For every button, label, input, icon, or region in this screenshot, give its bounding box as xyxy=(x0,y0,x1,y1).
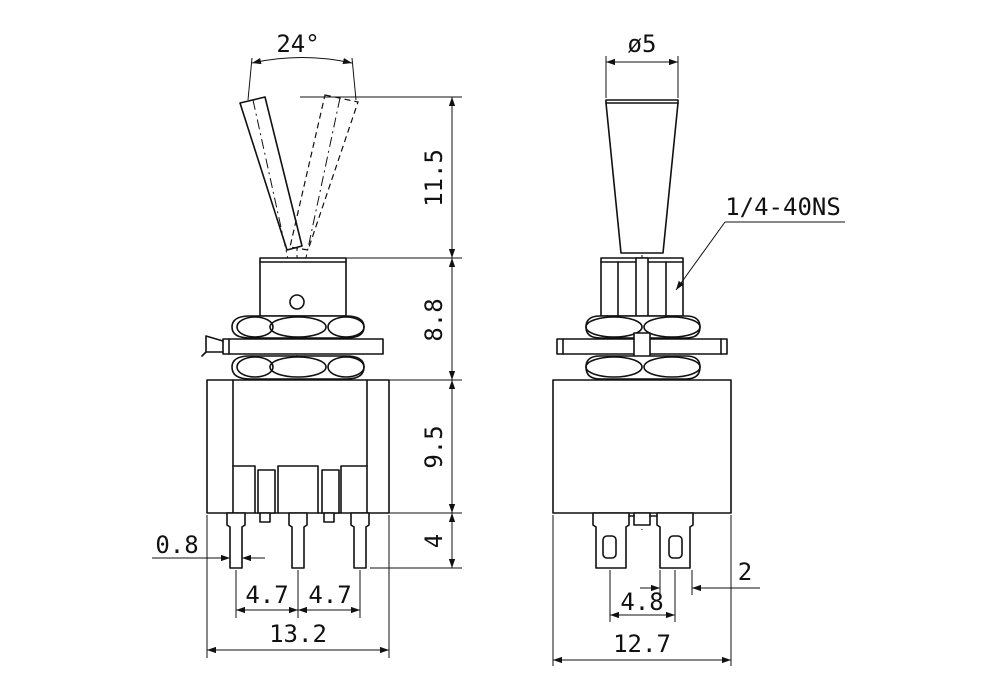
thread-label: 1/4-40NS xyxy=(725,193,841,221)
front-washer xyxy=(222,338,384,355)
side-top-nut xyxy=(585,315,701,339)
dim-pitch-left: 4.7 xyxy=(245,581,288,609)
dim-bushing-height: 8.8 xyxy=(420,298,448,341)
dim-pin-gap: 2 xyxy=(738,558,752,586)
dim-pin-spacing: 4.8 xyxy=(620,588,663,616)
dim-lever-diameter: ø5 xyxy=(628,30,657,58)
dim-pitch-right: 4.7 xyxy=(308,581,351,609)
side-lever xyxy=(605,99,679,254)
front-lever xyxy=(239,96,303,251)
front-bottom-nut xyxy=(231,355,365,380)
side-pins xyxy=(592,512,694,569)
front-top-nut xyxy=(231,315,365,339)
pivot-hole xyxy=(289,294,305,310)
side-bottom-nut xyxy=(585,355,701,380)
side-view: ø5 1/4-40NS xyxy=(552,30,845,666)
dim-pin-width: 0.8 xyxy=(155,531,198,559)
front-pins xyxy=(226,512,370,569)
angle-label: 24° xyxy=(276,30,319,58)
side-body xyxy=(552,379,732,514)
front-bushing xyxy=(259,257,347,317)
front-lever-alt-position xyxy=(289,94,359,251)
dim-side-body-width: 12.7 xyxy=(613,630,671,658)
dim-pin-length: 4 xyxy=(420,534,448,548)
dim-body-height: 9.5 xyxy=(420,425,448,468)
washer-tab xyxy=(205,335,224,353)
front-body xyxy=(206,379,390,514)
dim-front-body-width: 13.2 xyxy=(269,620,327,648)
front-view: 24° xyxy=(152,30,462,658)
dim-lever-height: 11.5 xyxy=(420,149,448,207)
